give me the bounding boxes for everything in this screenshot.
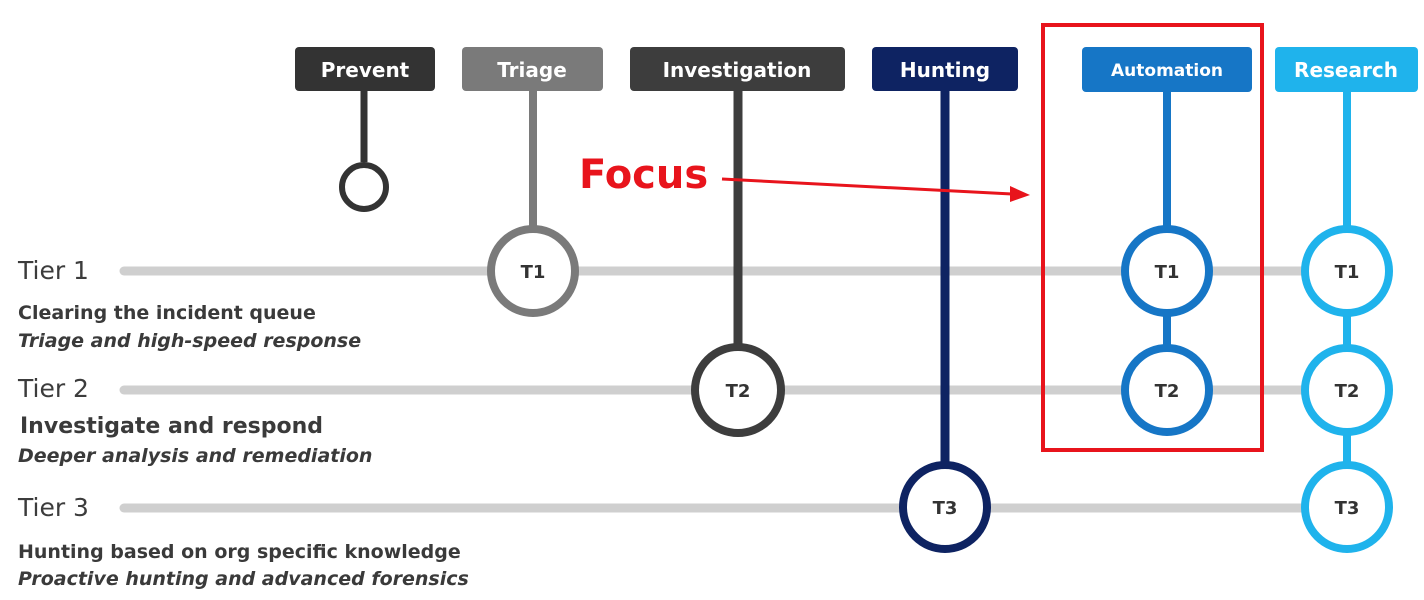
automation-t2-label: T2: [1155, 381, 1180, 402]
triage-t1-label: T1: [521, 262, 546, 283]
focus-label: Focus: [579, 152, 708, 198]
tier3-label: Tier 3: [18, 493, 89, 522]
research-t2-label: T2: [1335, 381, 1360, 402]
investigation-box: [630, 47, 845, 91]
automation-t1-node: [1121, 225, 1213, 317]
research-t3-node: [1301, 461, 1393, 553]
research-t1-node: [1301, 225, 1393, 317]
prevent-node: [339, 162, 389, 212]
research-t2-node: [1301, 344, 1393, 436]
investigation-t2-label: T2: [726, 381, 751, 402]
hunting-box-label: Hunting: [900, 58, 990, 82]
research-box: [1275, 47, 1418, 92]
tier1-label: Tier 1: [18, 256, 89, 285]
automation-box-label: Automation: [1111, 61, 1223, 81]
tier2-label: Tier 2: [18, 374, 89, 403]
research-box-label: Research: [1294, 58, 1398, 82]
tier2-title: Investigate and respond: [20, 414, 324, 439]
focus-arrow-line: [721, 177, 1013, 196]
hunting-t3-node: [899, 461, 991, 553]
focus-arrow-head: [1010, 186, 1030, 202]
tier2-subtitle: Deeper analysis and remediation: [18, 445, 373, 467]
prevent-box-label: Prevent: [321, 58, 410, 82]
prevent-box: [295, 47, 435, 91]
research-t3-label: T3: [1335, 498, 1360, 519]
triage-box: [462, 47, 603, 91]
automation-t1-label: T1: [1155, 262, 1180, 283]
automation-box: [1082, 47, 1252, 92]
automation-t2-node: [1121, 344, 1213, 436]
tier3-title: Hunting based on org specific knowledge: [18, 541, 461, 563]
investigation-box-label: Investigation: [663, 58, 812, 82]
research-t1-label: T1: [1335, 262, 1360, 283]
hunting-box: [872, 47, 1018, 91]
tier1-subtitle: Triage and high-speed response: [18, 330, 362, 352]
hunting-t3-label: T3: [933, 498, 958, 519]
triage-t1-node: [487, 225, 579, 317]
focus-box: [1041, 23, 1264, 452]
tier3-subtitle: Proactive hunting and advanced forensics: [18, 568, 469, 590]
investigation-t2-node: [691, 343, 785, 437]
triage-box-label: Triage: [497, 58, 567, 82]
tier1-title: Clearing the incident queue: [18, 302, 316, 324]
